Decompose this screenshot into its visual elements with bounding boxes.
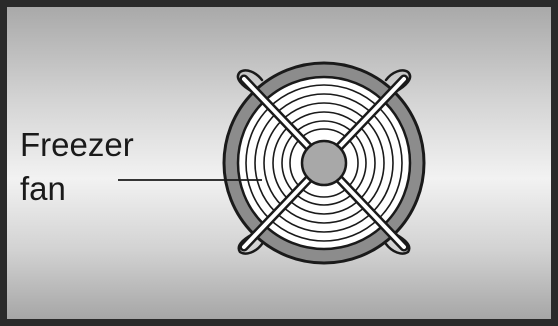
fan-label-line2: fan (20, 170, 66, 207)
fan-mount-hooks (236, 69, 412, 255)
fan-label-line1: Freezer (20, 126, 134, 163)
fan-grille-rings (245, 84, 403, 242)
fan-hub (300, 139, 348, 187)
